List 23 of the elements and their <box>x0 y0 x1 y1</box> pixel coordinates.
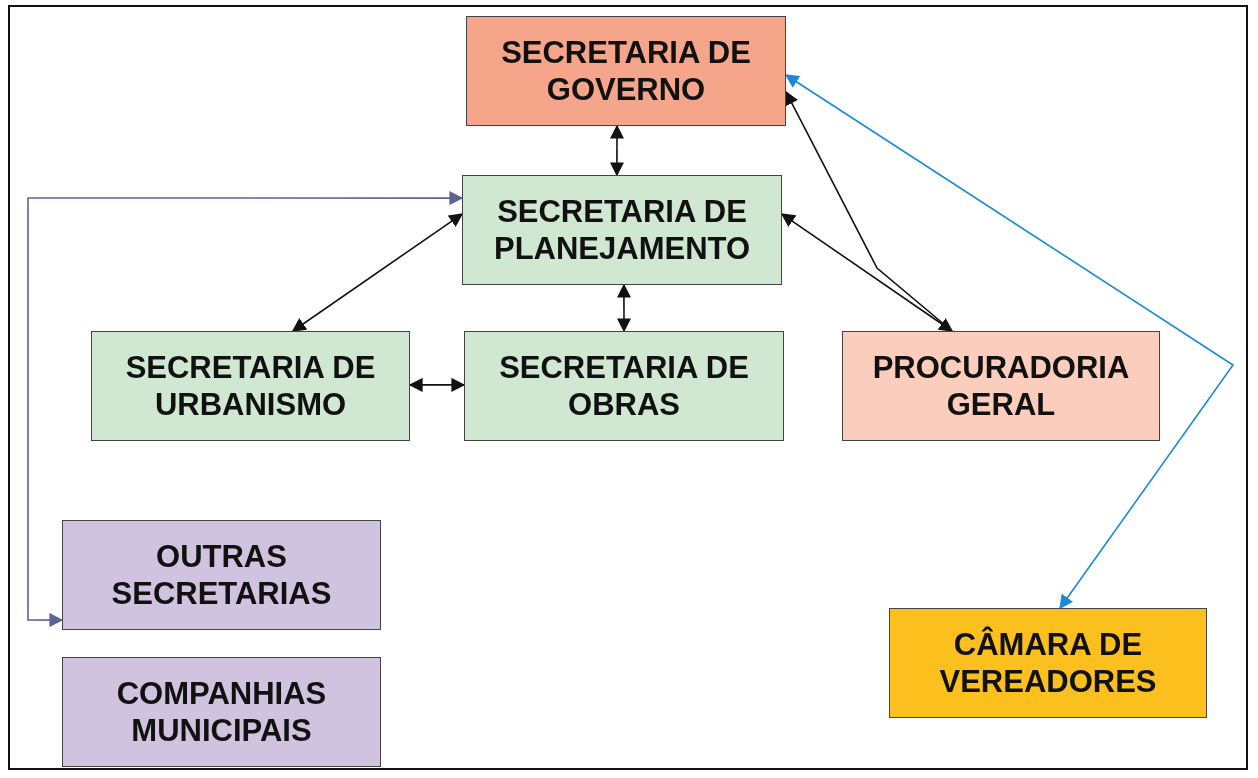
arrow <box>780 213 954 332</box>
arrow <box>291 213 464 332</box>
box-label: OUTRAS SECRETARIAS <box>110 537 333 613</box>
box-label: COMPANHIAS MUNICIPAIS <box>115 674 328 750</box>
arrow <box>27 191 464 628</box>
box-label: SECRETARIA DE URBANISMO <box>124 348 377 424</box>
arrow <box>408 377 466 392</box>
arrow <box>784 74 1235 610</box>
org-box <box>889 608 1207 718</box>
box-label: PROCURADORIA GERAL <box>871 348 1131 424</box>
box-label: SECRETARIA DE PLANEJAMENTO <box>492 192 752 268</box>
org-box <box>91 331 410 441</box>
org-box <box>466 16 786 126</box>
org-box <box>464 331 784 441</box>
arrow <box>616 283 631 333</box>
box-label: SECRETARIA DE OBRAS <box>498 348 750 424</box>
box-label: SECRETARIA DE GOVERNO <box>500 33 752 109</box>
org-box <box>462 175 782 285</box>
org-box <box>62 520 381 630</box>
org-box <box>62 657 381 767</box>
box-label: CÂMARA DE VEREADORES <box>938 625 1158 701</box>
arrow <box>609 124 624 177</box>
org-box <box>842 331 1160 441</box>
